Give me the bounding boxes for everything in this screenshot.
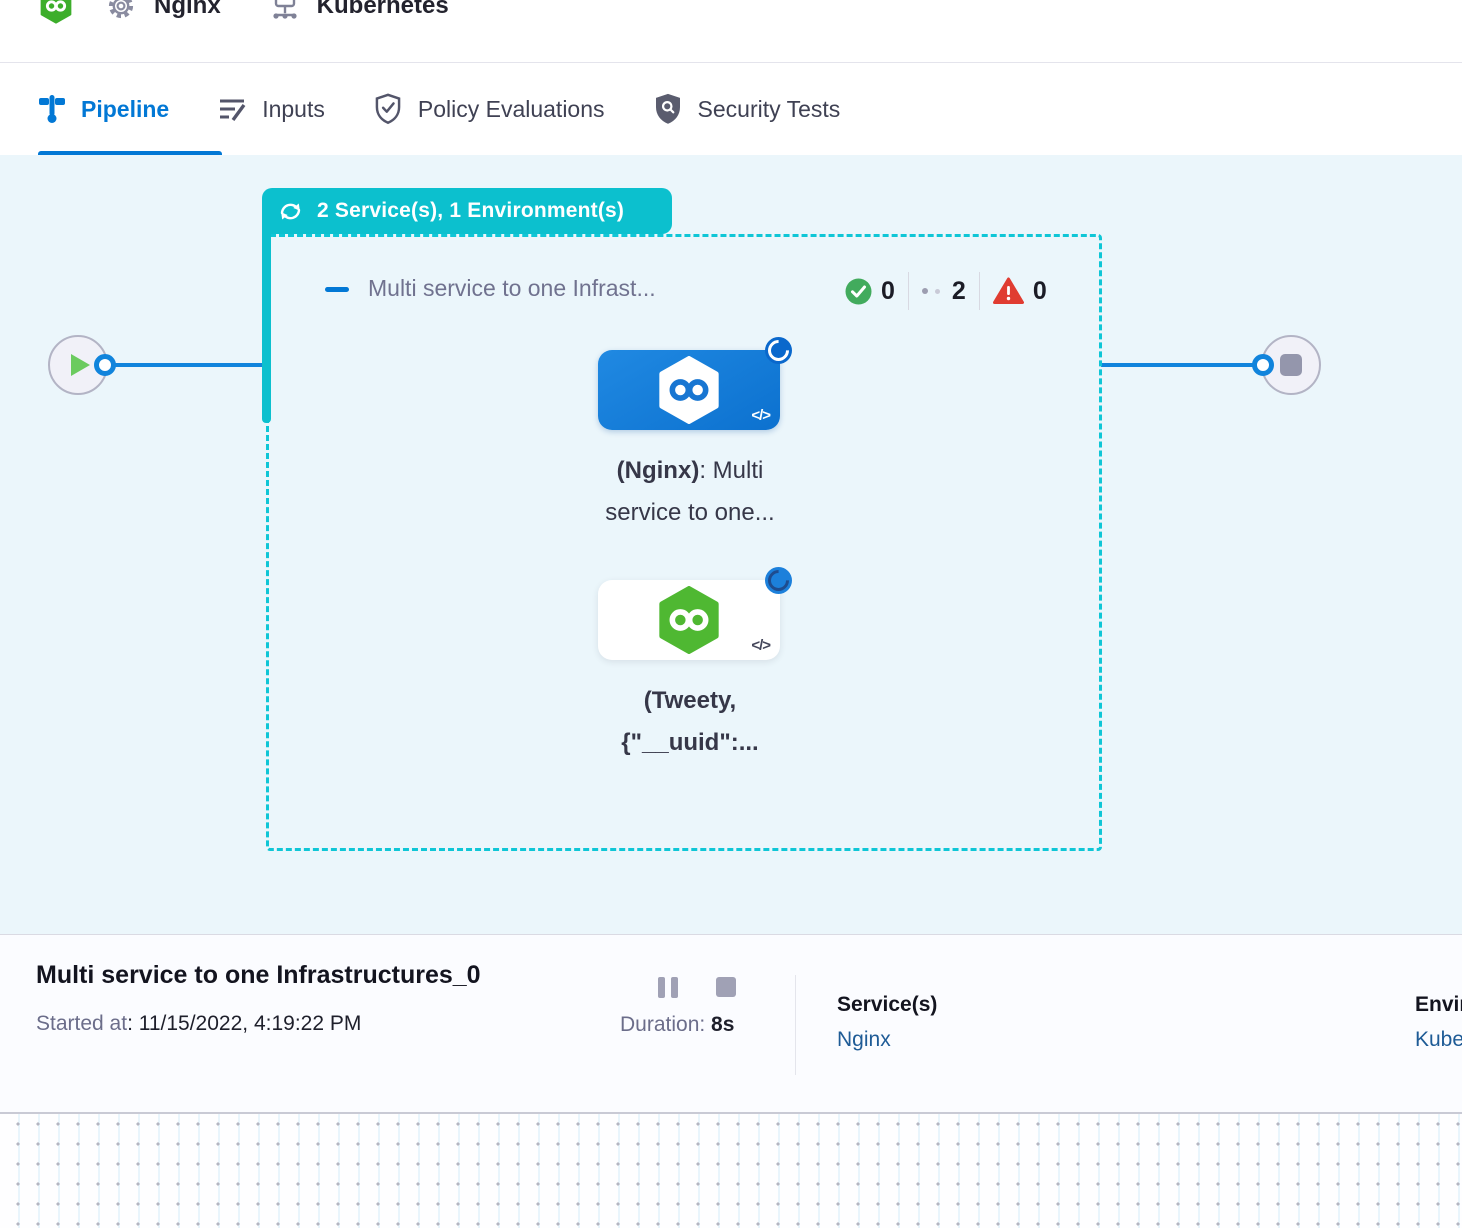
project-name[interactable]: Nginx <box>154 0 221 19</box>
start-connector-dot <box>94 354 116 376</box>
console-grid-area[interactable] <box>0 1112 1462 1228</box>
stage-status-counts: 0 2 0 <box>845 272 1047 310</box>
abort-icon[interactable] <box>716 977 736 997</box>
play-icon <box>71 354 90 376</box>
node-nginx-label: (Nginx): Multi service to one... <box>605 457 775 526</box>
started-at: Started at: 11/15/2022, 4:19:22 PM <box>36 1012 362 1035</box>
tab-pipeline[interactable]: Pipeline <box>38 63 169 155</box>
services-label: Service(s) <box>837 993 938 1016</box>
gear-icon[interactable] <box>106 0 136 21</box>
harness-logo-icon <box>40 0 72 24</box>
tab-inputs-label: Inputs <box>262 95 325 122</box>
divider <box>978 272 980 310</box>
tab-policy-evaluations-label: Policy Evaluations <box>417 95 605 122</box>
pause-icon[interactable] <box>658 977 678 998</box>
environments-link[interactable]: Kubernetes <box>1415 1028 1462 1051</box>
edge-start-to-stage <box>105 363 263 367</box>
success-count: 0 <box>881 276 895 305</box>
divider <box>907 272 909 310</box>
stop-icon <box>1280 354 1302 376</box>
services-link[interactable]: Nginx <box>837 1028 891 1051</box>
running-dots-icon <box>921 288 940 294</box>
collapse-stage-icon[interactable] <box>325 287 349 292</box>
execution-summary-bar: Multi service to one Infrastructures_0 S… <box>0 934 1462 1112</box>
edge-stage-to-end <box>1101 363 1263 367</box>
tab-pipeline-label: Pipeline <box>81 95 170 122</box>
stage-group-boundary <box>266 234 1102 851</box>
stage-badge-label: 2 Service(s), 1 Environment(s) <box>317 199 625 222</box>
node-status-spinner-icon <box>765 567 792 594</box>
success-check-icon <box>845 278 872 305</box>
header-bar: Nginx Kubernetes <box>0 0 1462 63</box>
divider <box>795 975 796 1075</box>
environment-name[interactable]: Kubernetes <box>316 0 449 19</box>
node-status-spinner-icon <box>765 337 792 364</box>
shield-search-icon <box>653 93 683 125</box>
failed-count: 0 <box>1032 276 1047 305</box>
active-tab-underline <box>38 151 222 155</box>
node-tweety[interactable]: </> <box>598 567 792 660</box>
environments-label: Environment(s) <box>1415 993 1462 1016</box>
loop-icon <box>277 199 304 224</box>
pipeline-icon <box>38 94 66 124</box>
running-count: 2 <box>951 276 966 305</box>
tab-security-tests-label: Security Tests <box>697 95 841 122</box>
tab-security-tests[interactable]: Security Tests <box>653 63 841 155</box>
node-tweety-label: (Tweety, {"__uuid":... <box>621 687 759 756</box>
harness-logo-green-icon <box>659 586 719 654</box>
tab-bar: Pipeline Inputs <box>0 63 1462 155</box>
code-icon: </> <box>751 407 771 424</box>
inputs-icon <box>217 94 247 124</box>
harness-logo-white-icon <box>659 356 719 424</box>
kubernetes-icon <box>271 0 299 21</box>
stage-group-bar <box>262 205 271 423</box>
shield-check-icon <box>373 93 403 125</box>
execution-title: Multi service to one Infrastructures_0 <box>36 961 481 989</box>
node-nginx[interactable]: </> <box>598 337 792 430</box>
stage-name[interactable]: Multi service to one Infrast... <box>368 275 656 301</box>
warning-triangle-icon <box>992 277 1024 305</box>
end-connector-dot <box>1252 354 1274 376</box>
duration: Duration: 8s <box>620 1013 735 1036</box>
tab-inputs[interactable]: Inputs <box>217 63 325 155</box>
stage-group-badge[interactable]: 2 Service(s), 1 Environment(s) <box>262 188 672 234</box>
code-icon: </> <box>751 637 771 654</box>
pipeline-canvas[interactable]: 2 Service(s), 1 Environment(s) Multi ser… <box>0 155 1462 934</box>
tab-policy-evaluations[interactable]: Policy Evaluations <box>373 63 605 155</box>
